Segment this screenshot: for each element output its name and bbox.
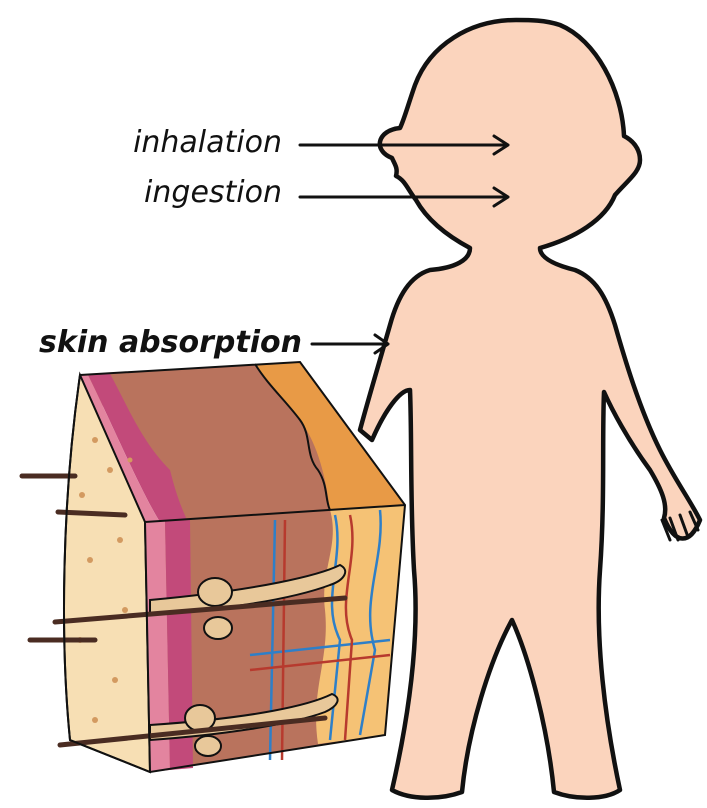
skin-absorption-arrow: [312, 335, 388, 353]
human-figure: [360, 20, 700, 798]
gland-lower-a: [185, 705, 215, 731]
gland-lower-b: [195, 736, 221, 756]
skin-cross-section: [22, 362, 405, 772]
inhalation-label: inhalation: [133, 125, 282, 160]
ingestion-label: ingestion: [144, 175, 282, 210]
skin-absorption-label: skin absorption: [39, 325, 302, 360]
gland-upper-a: [198, 578, 232, 606]
gland-upper-b: [204, 617, 232, 639]
body-silhouette: [360, 20, 700, 798]
hair-shaft-2: [58, 512, 125, 515]
